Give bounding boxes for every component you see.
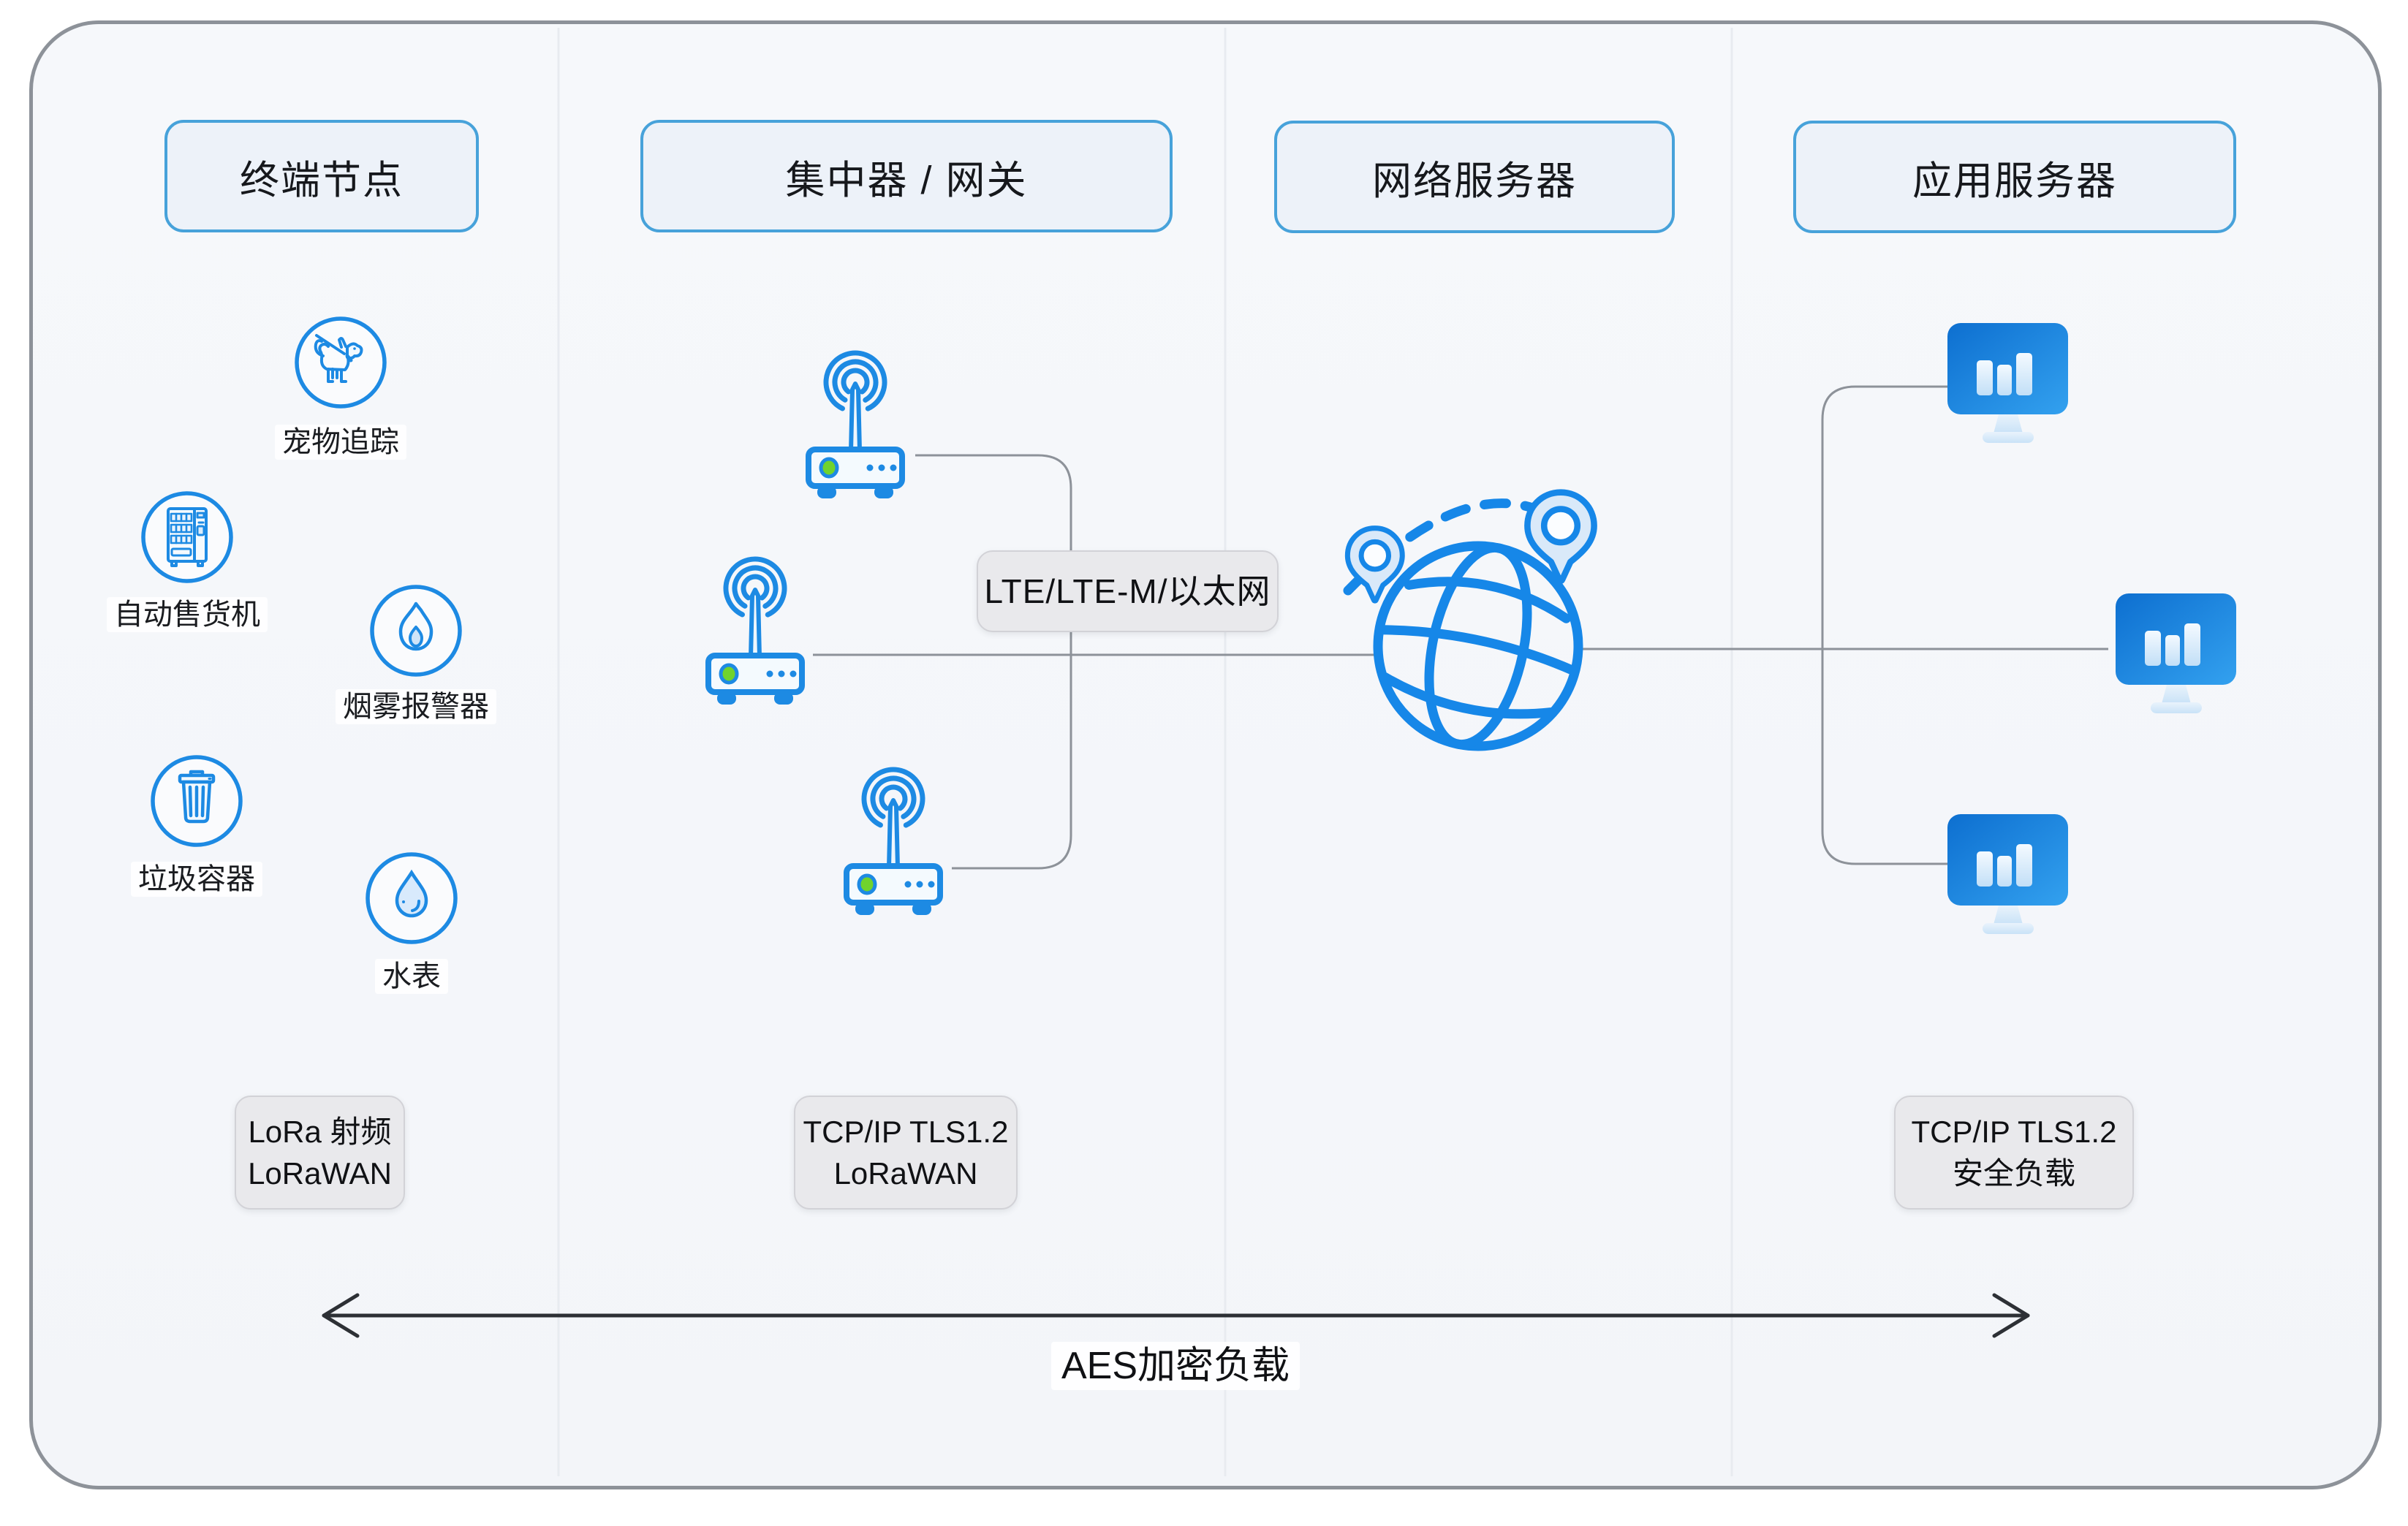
gateway-router-icon [704, 555, 806, 705]
aes-double-arrow [322, 1293, 2030, 1338]
gateway-router-icon [804, 349, 906, 499]
dashboard-monitor-icon [1947, 323, 2068, 443]
header-network-server: 网络服务器 [1274, 121, 1675, 233]
flame-icon [367, 582, 465, 680]
protocol-line: TCP/IP TLS1.2 [803, 1115, 1009, 1149]
dog-icon [292, 314, 390, 411]
water-drop-icon [363, 849, 461, 947]
dashboard-monitor-icon [2116, 593, 2236, 713]
internet-globe-icon [1343, 460, 1623, 751]
device-label-vending-machine: 自动售货机 [56, 591, 319, 633]
header-application-server: 应用服务器 [1793, 121, 2236, 233]
protocol-line: LoRaWAN [248, 1156, 392, 1191]
header-concentrator-gateway: 集中器 / 网关 [640, 120, 1173, 232]
trash-bin-icon [148, 752, 246, 850]
gateway-router-icon [842, 765, 944, 916]
vending-machine-icon [138, 488, 236, 586]
header-end-nodes: 终端节点 [164, 120, 479, 232]
dashboard-monitor-icon [1947, 814, 2068, 934]
device-label-water-meter: 水表 [280, 952, 543, 995]
protocol-line: TCP/IP TLS1.2 [1911, 1115, 2117, 1149]
diagram-canvas [29, 20, 2382, 1489]
device-label-trash-container: 垃圾容器 [65, 855, 328, 897]
device-label-pet-tracking: 宠物追踪 [209, 418, 472, 460]
protocol-line: LoRaWAN [833, 1156, 978, 1191]
protocol-line: 安全负载 [1952, 1156, 2075, 1191]
aes-arrow-label: AES加密负载 [956, 1335, 1395, 1390]
protocol-box-app-server: TCP/IP TLS1.2 安全负载 [1894, 1096, 2134, 1210]
device-label-smoke-alarm: 烟雾报警器 [284, 683, 548, 725]
protocol-box-gateway: TCP/IP TLS1.2 LoRaWAN [794, 1096, 1018, 1210]
protocol-line: LoRa 射频 [248, 1115, 392, 1149]
protocol-box-lora: LoRa 射频 LoRaWAN [235, 1096, 405, 1210]
uplink-label: LTE/LTE-M/以太网 [977, 550, 1279, 632]
